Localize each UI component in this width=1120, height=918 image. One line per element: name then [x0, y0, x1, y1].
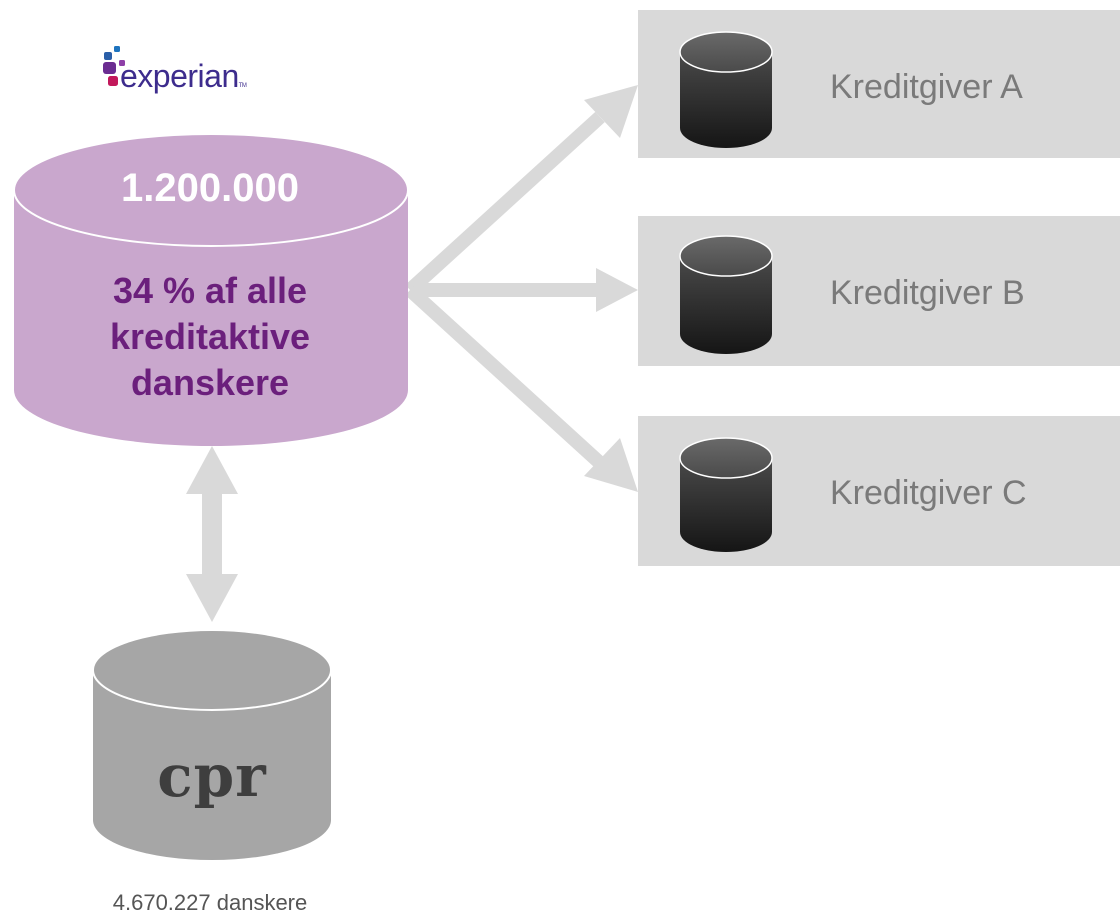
experian-logo-icon — [103, 46, 125, 86]
experian-logo-text: experianTM — [120, 58, 247, 95]
double-arrow-experian-cpr — [186, 446, 238, 622]
arrow-to-kreditgiver-c — [405, 284, 638, 492]
cpr-population-count: 4.670.227 danskere — [112, 890, 308, 915]
logo-trademark: TM — [238, 83, 247, 89]
logo-wordmark: experian — [120, 58, 239, 94]
kreditgiver-a-label: Kreditgiver A — [830, 68, 1023, 106]
kreditgiver-c-label: Kreditgiver C — [830, 474, 1027, 512]
cpr-database-cylinder — [92, 629, 332, 860]
kreditgiver-b-database-icon — [679, 235, 773, 354]
experian-database-cylinder — [13, 133, 409, 446]
kreditgiver-c-database-icon — [679, 437, 773, 552]
kreditgiver-a-database-icon — [679, 31, 773, 148]
cpr-label: cpr — [157, 742, 267, 810]
experian-record-count: 1.200.000 — [121, 166, 299, 210]
experian-coverage-description: 34 % af alle kreditaktive danskere — [109, 270, 311, 403]
arrow-to-kreditgiver-a — [405, 85, 638, 296]
kreditgiver-b-label: Kreditgiver B — [830, 274, 1025, 312]
arrow-to-kreditgiver-b — [410, 268, 638, 312]
